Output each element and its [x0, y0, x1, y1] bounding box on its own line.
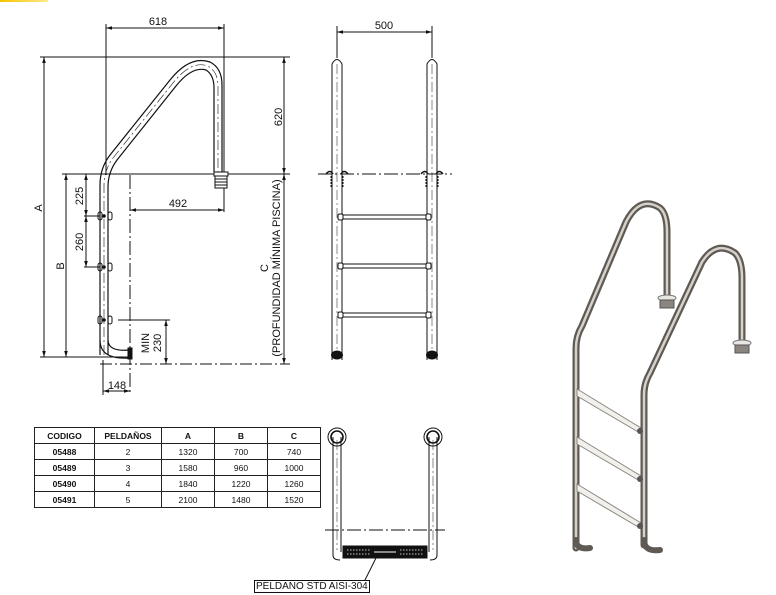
dim-620: 620: [273, 108, 285, 126]
cell-c: 1520: [267, 491, 321, 508]
corner-highlight: [0, 0, 48, 2]
cell-peldanos: 3: [94, 459, 162, 476]
tread-callout-label: PELDAÑO STD AISI-304: [254, 580, 370, 593]
header-codigo: CODIGO: [34, 427, 95, 444]
cell-c: 1000: [267, 459, 321, 476]
cell-c: 1260: [267, 475, 321, 492]
label-c: C: [259, 264, 271, 272]
ladder-3d-render: [572, 200, 752, 554]
cell-codigo: 05488: [34, 443, 95, 460]
cell-b: 700: [214, 443, 268, 460]
table-row: 05491 5 2100 1480 1520: [34, 491, 321, 508]
side-view: [40, 24, 290, 395]
cell-a: 2100: [161, 491, 215, 508]
label-a: A: [33, 204, 45, 212]
header-c: C: [267, 427, 321, 444]
dim-148: 148: [108, 380, 126, 392]
cell-a: 1840: [161, 475, 215, 492]
dim-492: 492: [169, 198, 187, 210]
cell-b: 960: [214, 459, 268, 476]
spec-table: CODIGO PELDAÑOS A B C 05488 2 1320 700 7…: [34, 427, 321, 508]
top-view: [325, 427, 445, 583]
cell-peldanos: 5: [94, 491, 162, 508]
dim-min-230: 230: [152, 334, 164, 352]
cell-c: 740: [267, 443, 321, 460]
table-row: 05489 3 1580 960 1000: [34, 459, 321, 476]
table-row: 05490 4 1840 1220 1260: [34, 475, 321, 492]
cell-peldanos: 2: [94, 443, 162, 460]
front-view: [318, 26, 452, 360]
header-peldanos: PELDAÑOS: [94, 427, 162, 444]
cell-peldanos: 4: [94, 475, 162, 492]
label-b: B: [55, 262, 67, 269]
cell-codigo: 05490: [34, 475, 95, 492]
dim-225: 225: [74, 187, 86, 205]
dim-min-label: MIN: [140, 333, 152, 353]
header-b: B: [214, 427, 268, 444]
side-view-labels: 618 620 492 225 260 MIN 230 148 A B C (P…: [33, 16, 285, 392]
cell-b: 1220: [214, 475, 268, 492]
dim-500: 500: [375, 20, 393, 32]
cell-a: 1320: [161, 443, 215, 460]
header-a: A: [161, 427, 215, 444]
dim-260: 260: [74, 233, 86, 251]
cell-codigo: 05489: [34, 459, 95, 476]
table-row: 05488 2 1320 700 740: [34, 443, 321, 460]
cell-codigo: 05491: [34, 491, 95, 508]
table-header-row: CODIGO PELDAÑOS A B C: [34, 427, 321, 444]
label-c-note: (PROFUNDIDAD MÍNIMA PISCINA): [270, 179, 283, 356]
cell-b: 1480: [214, 491, 268, 508]
dim-618: 618: [149, 16, 167, 28]
cell-a: 1580: [161, 459, 215, 476]
